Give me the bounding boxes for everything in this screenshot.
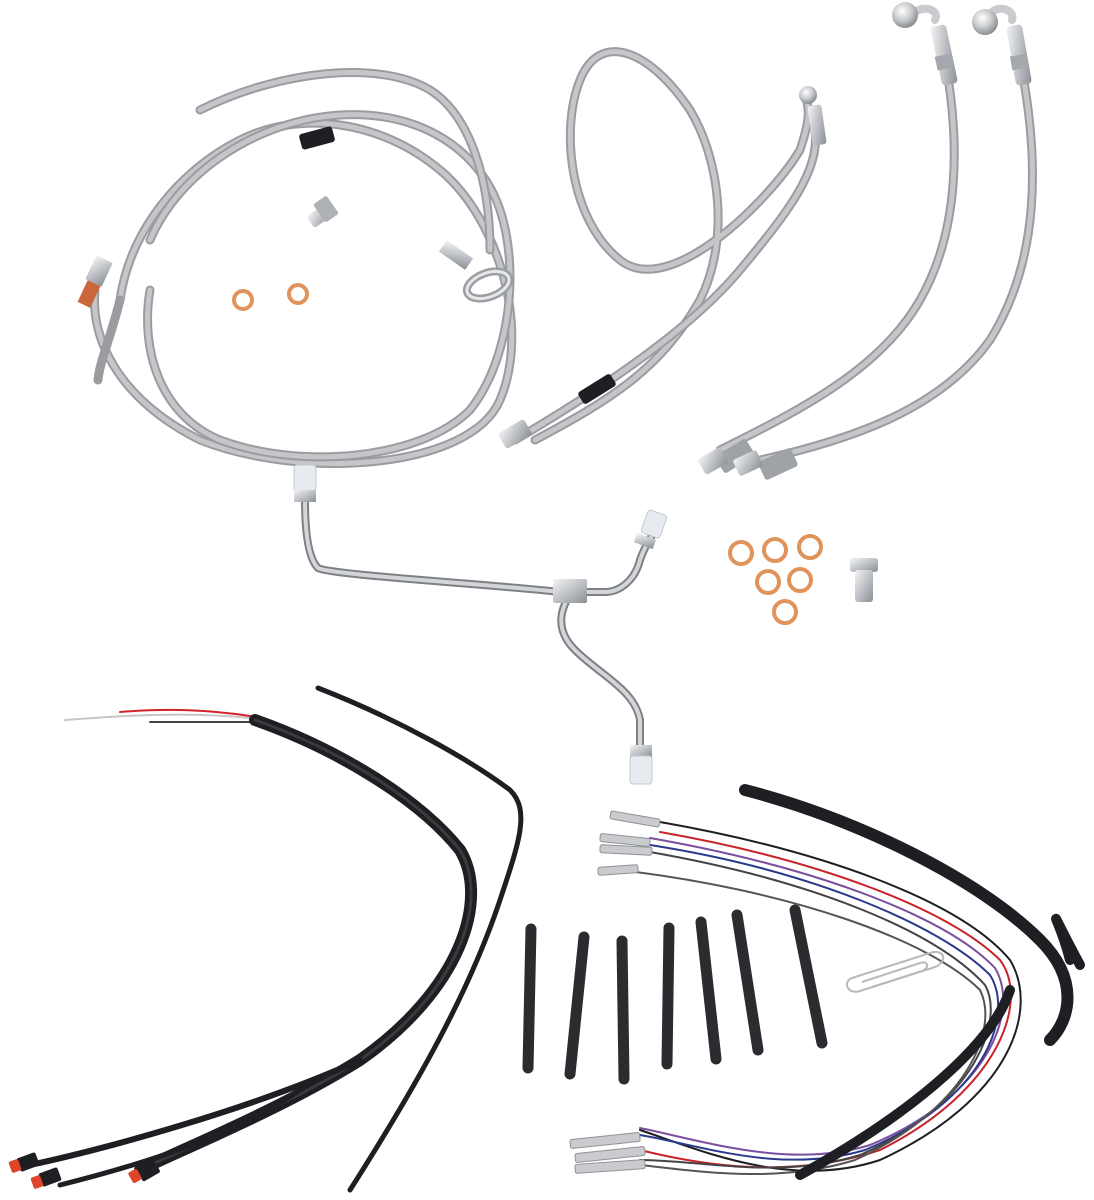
braided-line-coiled — [77, 68, 517, 468]
braided-line-long-1 — [698, 2, 959, 475]
copper-washers-top — [232, 283, 309, 311]
wire-loom-thin — [315, 685, 524, 1193]
wires-colored — [569, 810, 1022, 1175]
connector-2 — [30, 1167, 62, 1189]
braided-line-long-2 — [733, 4, 1037, 480]
heat-shrink-tubes — [522, 904, 828, 1085]
banjo-bolt-2 — [850, 558, 878, 602]
wiring-harness-left — [8, 708, 478, 1189]
hard-line — [293, 464, 668, 785]
copper-washers-right — [728, 534, 823, 625]
wire-loom-right — [739, 784, 1085, 1180]
braided-line-loop — [498, 47, 827, 449]
connector-3 — [128, 1158, 160, 1183]
banjo-bolt-1 — [307, 196, 339, 228]
connector-1 — [8, 1152, 40, 1173]
paper-clip — [845, 950, 945, 993]
